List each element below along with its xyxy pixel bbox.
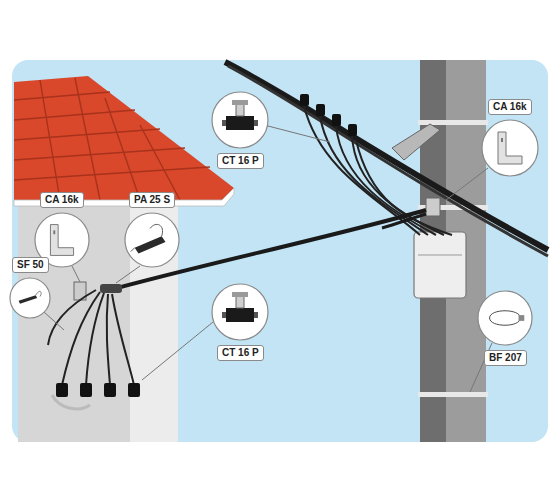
service-drop (110, 210, 426, 290)
part-label: CA 16k (40, 192, 84, 208)
product-icon (490, 311, 525, 325)
callout: PA 25 S (123, 192, 181, 269)
hook (52, 395, 90, 409)
callout: CT 16 P (210, 282, 270, 361)
roof (14, 76, 234, 200)
product-icon (222, 100, 258, 130)
product-icon (50, 225, 73, 256)
house-connectors (56, 383, 140, 397)
pole-bracket (426, 198, 440, 216)
callout: CA 16k (480, 99, 540, 178)
part-label: CT 16 P (217, 153, 264, 169)
pole-band (418, 392, 488, 397)
anchor-clamp (100, 284, 122, 293)
callout-circle (8, 276, 52, 320)
part-label: BF 207 (484, 350, 527, 366)
suspension-clamp (392, 124, 440, 160)
main-cable (228, 66, 548, 256)
part-label: PA 25 S (129, 192, 175, 208)
callout: BF 207 (476, 289, 534, 366)
callout-circle (480, 118, 540, 178)
callout-circle (123, 211, 181, 269)
callout: CT 16 P (210, 90, 270, 169)
product-icon (131, 224, 166, 253)
product-icon (222, 292, 258, 322)
roof-tiles (14, 78, 210, 200)
house-cables (48, 290, 134, 385)
callout-circle (210, 282, 270, 342)
sky (12, 60, 548, 442)
drop-tail (382, 214, 426, 228)
junction-box (414, 232, 466, 298)
leader-lines (44, 126, 492, 392)
product-icon (19, 291, 42, 303)
callout-circle (210, 90, 270, 150)
callout: SF 50 (8, 257, 52, 320)
product-icon (498, 132, 522, 164)
part-label: CA 16k (488, 99, 532, 115)
pole-strap (418, 120, 488, 125)
callout-circle (476, 289, 534, 347)
box-line (418, 255, 462, 256)
piercing-connectors (300, 94, 357, 136)
part-label: SF 50 (12, 257, 49, 273)
part-label: CT 16 P (217, 345, 264, 361)
down-cables (304, 106, 452, 235)
